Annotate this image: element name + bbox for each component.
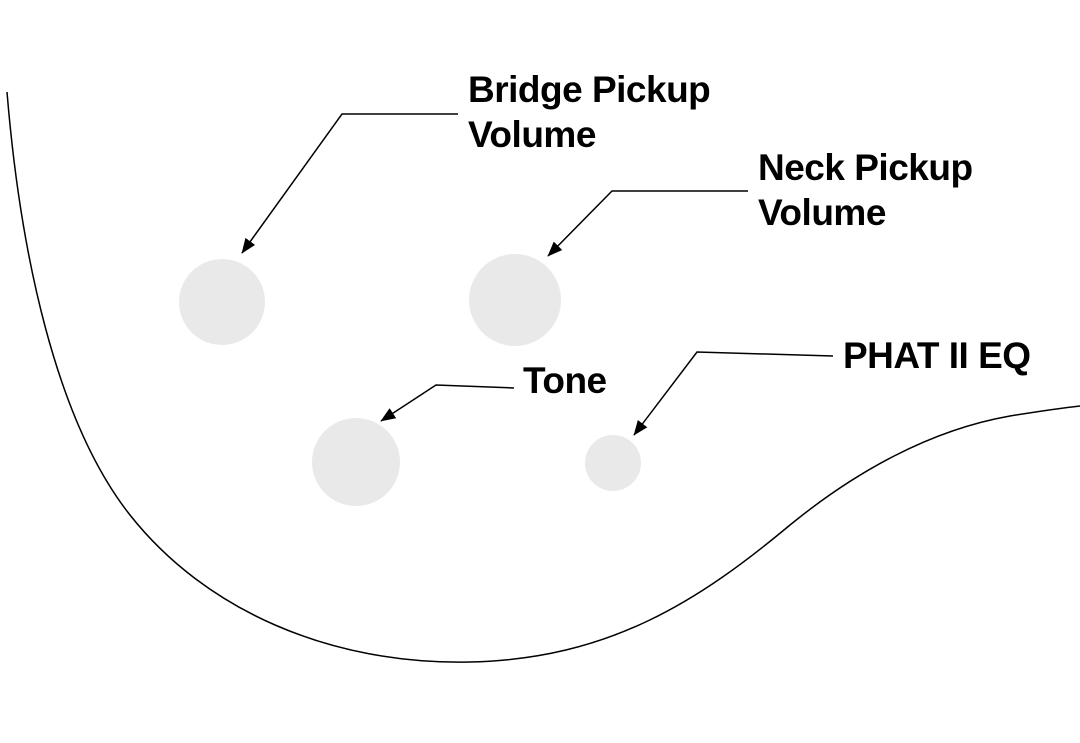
label-phat-ii-eq: PHAT II EQ — [843, 335, 1031, 376]
neck-pickup-volume-knob — [469, 254, 561, 346]
label-bridge-pickup-volume: Bridge Pickup Volume — [468, 69, 711, 156]
leader-line-neck-volume — [547, 190, 748, 257]
leader-line-tone — [380, 384, 515, 422]
leader-line-phat-eq — [633, 351, 834, 436]
guitar-body-outline — [6, 91, 1080, 663]
label-tone: Tone — [523, 360, 607, 401]
tone-knob — [312, 418, 400, 506]
leader-line-bridge-volume — [241, 113, 458, 254]
bridge-pickup-volume-knob — [179, 259, 265, 345]
phat-ii-eq-knob — [585, 435, 641, 491]
label-neck-pickup-volume: Neck Pickup Volume — [758, 147, 973, 234]
